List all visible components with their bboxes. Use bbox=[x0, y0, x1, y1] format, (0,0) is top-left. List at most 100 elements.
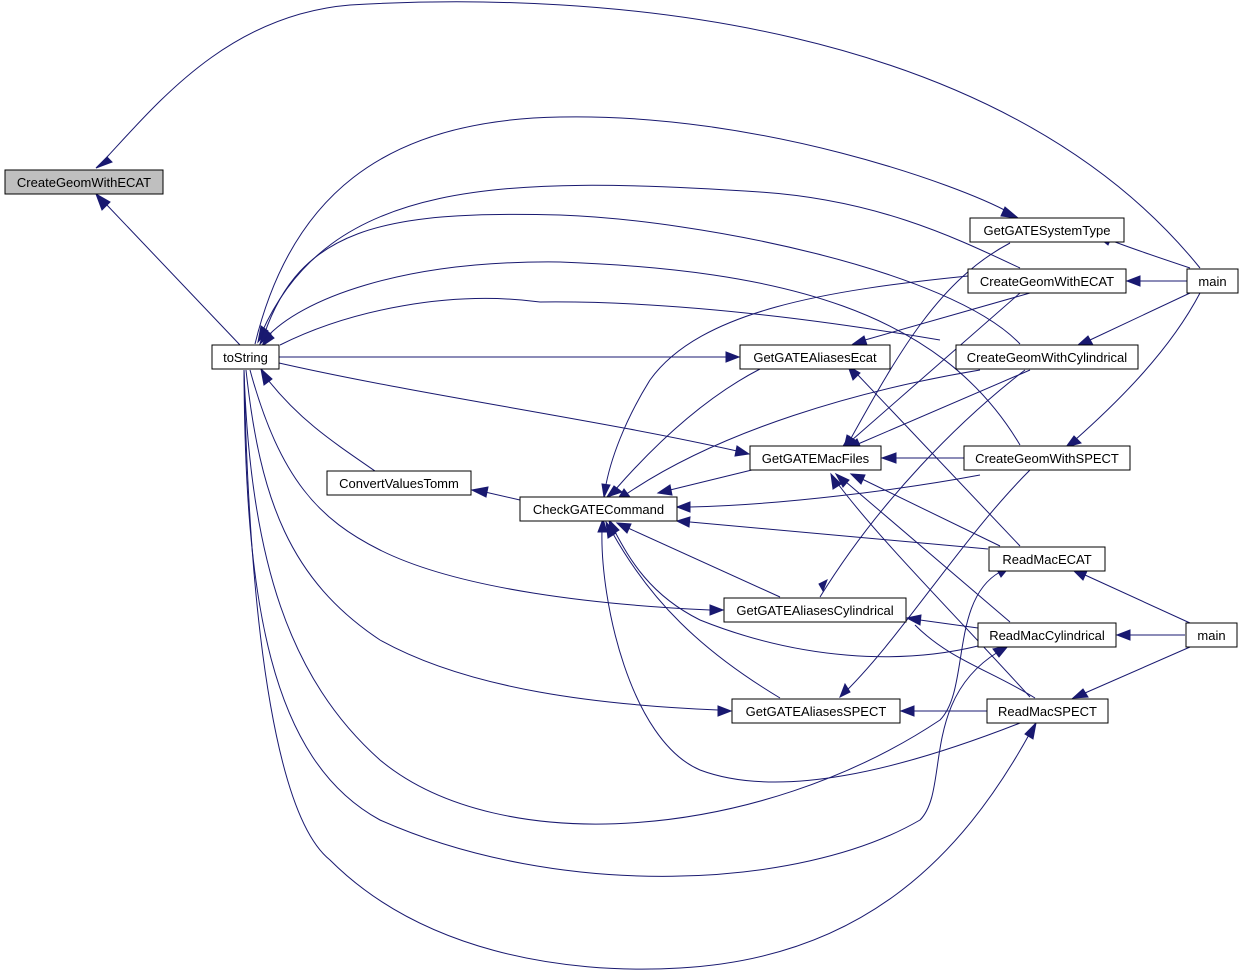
node-convert-values-tomm[interactable]: ConvertValuesTomm bbox=[326, 470, 472, 496]
node-main-top[interactable]: main bbox=[1186, 268, 1239, 294]
node-check-gate-command[interactable]: CheckGATECommand bbox=[519, 496, 678, 522]
edge-convert-to-tostring bbox=[267, 379, 376, 472]
edge-tostring-to-aliasescyl bbox=[249, 369, 711, 611]
edge-systemtype-to-macfiles bbox=[849, 242, 1011, 441]
edge-aliasescyl-to-createcyl bbox=[819, 369, 1026, 598]
edge-tostring-to-readmaccyl bbox=[243, 369, 999, 877]
arrowhead bbox=[839, 682, 851, 699]
edge-tostring-to-systemtype-2 bbox=[279, 298, 941, 346]
arrowhead bbox=[1076, 335, 1094, 346]
arrowhead bbox=[95, 192, 111, 211]
arrowhead bbox=[1064, 435, 1082, 448]
node-create-geom-with-cylindrical[interactable]: CreateGeomWithCylindrical bbox=[955, 344, 1139, 370]
edge-createcyl-to-check bbox=[624, 369, 981, 496]
arrowhead bbox=[95, 156, 113, 169]
node-create-geom-with-spect[interactable]: CreateGeomWithSPECT bbox=[963, 445, 1131, 471]
arrowhead bbox=[1000, 206, 1020, 219]
arrowhead bbox=[717, 705, 733, 717]
node-label: main bbox=[1197, 628, 1225, 643]
node-create-geom-with-ecat[interactable]: CreateGeomWithECAT bbox=[967, 268, 1127, 294]
arrowhead bbox=[260, 367, 273, 386]
node-label: CreateGeomWithECAT bbox=[980, 274, 1114, 289]
edge-createcyl-to-tostring bbox=[263, 213, 1021, 345]
edge-tostring-to-readmacecat bbox=[243, 369, 1001, 825]
edge-readmacspect-to-aliasescyl bbox=[914, 624, 1036, 699]
node-label: GetGATEMacFiles bbox=[762, 451, 870, 466]
node-label: GetGATEAliasesSPECT bbox=[746, 704, 887, 719]
arrowhead bbox=[675, 501, 691, 513]
node-label: GetGATESystemType bbox=[984, 223, 1111, 238]
edge-tostring-to-aliasesspect bbox=[245, 369, 719, 711]
edges bbox=[95, 1, 1201, 970]
node-get-gate-aliases-cylindrical[interactable]: GetGATEAliasesCylindrical bbox=[723, 597, 907, 623]
node-label: GetGATEAliasesCylindrical bbox=[736, 603, 893, 618]
node-label: CreateGeomWithSPECT bbox=[975, 451, 1119, 466]
arrowhead bbox=[260, 331, 275, 348]
node-label: CreateGeomWithCylindrical bbox=[967, 350, 1127, 365]
node-tostring[interactable]: toString bbox=[211, 344, 280, 370]
arrowhead bbox=[830, 472, 842, 490]
arrowhead bbox=[1024, 721, 1037, 740]
arrowhead bbox=[905, 614, 922, 626]
edge-createspect-to-check bbox=[689, 474, 981, 508]
arrowhead bbox=[1125, 275, 1141, 287]
edge-createecat-to-tostring bbox=[261, 184, 1021, 333]
edge-readmacecat-to-check bbox=[689, 521, 989, 550]
arrowhead bbox=[849, 473, 866, 485]
arrowhead bbox=[605, 520, 617, 539]
node-get-gate-aliases-spect[interactable]: GetGATEAliasesSPECT bbox=[731, 698, 901, 724]
arrowhead bbox=[734, 445, 751, 457]
edge-createspect-to-tostring bbox=[265, 261, 1021, 446]
node-label: ReadMacSPECT bbox=[998, 704, 1097, 719]
node-label: CreateGeomWithECAT bbox=[17, 175, 151, 190]
arrowhead bbox=[880, 452, 897, 464]
node-read-mac-spect[interactable]: ReadMacSPECT bbox=[986, 698, 1109, 724]
edge-aliasesspect-to-createspect bbox=[839, 469, 1031, 698]
arrowhead bbox=[992, 645, 1010, 658]
edge-tostring-to-systemtype bbox=[254, 116, 1011, 345]
node-create-geom-with-ecat-root[interactable]: CreateGeomWithECAT bbox=[4, 169, 164, 195]
node-read-mac-ecat[interactable]: ReadMacECAT bbox=[988, 546, 1106, 572]
edge-main1-to-createcyl bbox=[1089, 292, 1191, 341]
edge-aliasesspect-to-check bbox=[611, 531, 781, 699]
arrowhead bbox=[709, 604, 725, 616]
arrowhead bbox=[1071, 688, 1089, 699]
edge-readmaccyl-to-check bbox=[613, 529, 979, 658]
node-main-bottom[interactable]: main bbox=[1185, 622, 1238, 648]
arrowhead bbox=[851, 335, 868, 346]
node-label: ReadMacECAT bbox=[1002, 552, 1091, 567]
node-label: toString bbox=[223, 350, 268, 365]
edge-main1-to-root bbox=[106, 1, 1201, 269]
arrowhead bbox=[601, 483, 611, 499]
edge-aliasesecat-to-check bbox=[614, 368, 761, 491]
edge-createecat-to-aliasesecat bbox=[864, 292, 1031, 341]
nodes: CreateGeomWithECAT toString ConvertValue… bbox=[4, 169, 1239, 724]
edge-readmaccyl-to-aliasescyl bbox=[919, 619, 979, 629]
node-label: ConvertValuesTomm bbox=[339, 476, 459, 491]
node-label: GetGATEAliasesEcat bbox=[753, 350, 877, 365]
node-get-gate-mac-files[interactable]: GetGATEMacFiles bbox=[749, 445, 882, 471]
arrowhead bbox=[675, 516, 691, 528]
edge-readmacspect-to-check bbox=[601, 529, 1021, 783]
node-read-mac-cylindrical[interactable]: ReadMacCylindrical bbox=[977, 622, 1117, 648]
edge-main2-to-readmacecat bbox=[1084, 574, 1191, 624]
node-label: main bbox=[1198, 274, 1226, 289]
node-label: CheckGATECommand bbox=[533, 502, 664, 517]
arrowhead bbox=[656, 484, 673, 496]
edge-tostring-to-root bbox=[104, 202, 241, 346]
arrowhead bbox=[470, 486, 489, 498]
edge-macfiles-to-check bbox=[669, 467, 761, 491]
edge-createcyl-to-macfiles bbox=[857, 369, 1031, 445]
edge-tostring-to-macfiles bbox=[278, 362, 738, 452]
edge-main1-to-systemtype bbox=[1109, 239, 1191, 269]
node-get-gate-system-type[interactable]: GetGATESystemType bbox=[969, 217, 1125, 243]
edge-createecat-to-check bbox=[604, 275, 969, 491]
edge-main1-to-createspect bbox=[1074, 292, 1201, 441]
node-label: ReadMacCylindrical bbox=[989, 628, 1105, 643]
arrowhead bbox=[725, 351, 741, 363]
arrowhead bbox=[615, 522, 632, 534]
edge-aliasescyl-to-check bbox=[627, 527, 781, 598]
edge-createecat-to-macfiles bbox=[851, 292, 1021, 441]
node-get-gate-aliases-ecat[interactable]: GetGATEAliasesEcat bbox=[739, 344, 891, 370]
